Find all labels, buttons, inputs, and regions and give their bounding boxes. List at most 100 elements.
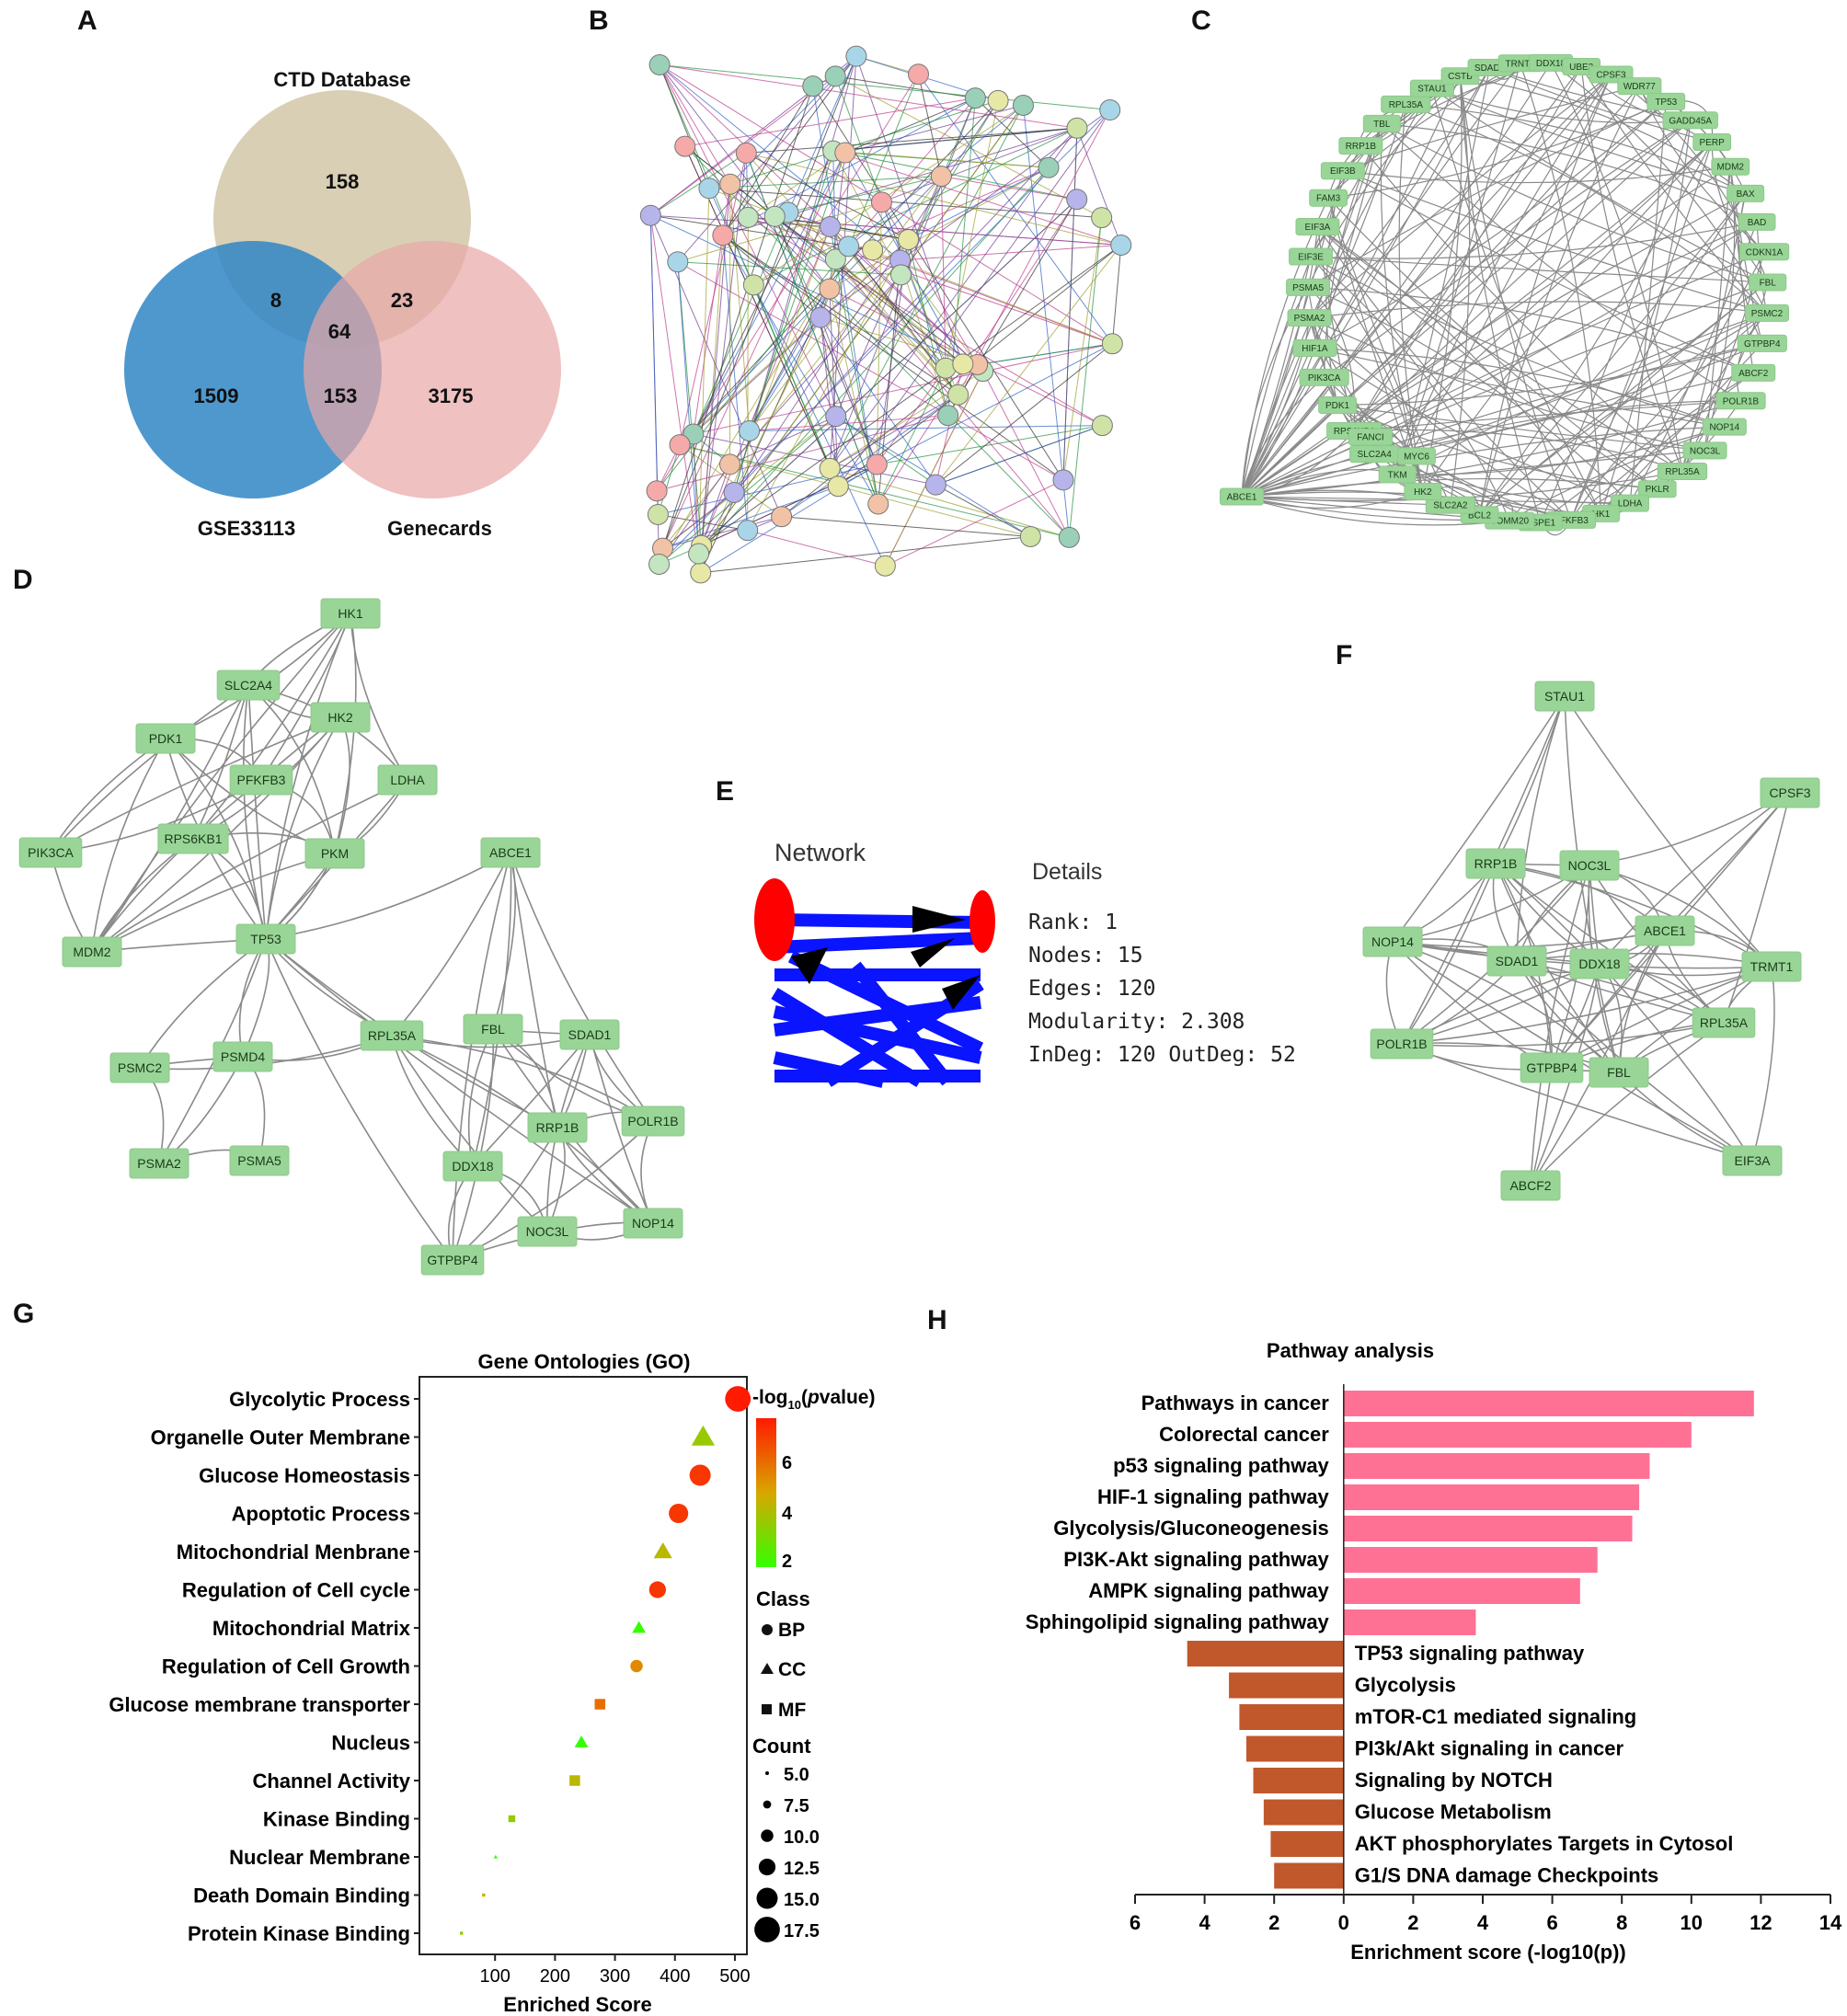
- hub-network-node-label: RRP1B: [536, 1120, 579, 1135]
- string-network-edge: [677, 261, 703, 546]
- module-network-node-box: [1559, 850, 1620, 881]
- pathway-bar-reactome: [1245, 1735, 1344, 1762]
- string-network-node: [669, 434, 691, 456]
- module-network-edge: [1530, 865, 1590, 1186]
- circular-network-edge: [1396, 74, 1612, 475]
- circular-network-node: ABCF2: [1731, 363, 1776, 382]
- circular-network-node: BAD: [1738, 212, 1776, 231]
- go-legend-cc-label: CC: [778, 1659, 806, 1680]
- hub-network-edge: [247, 684, 267, 940]
- hub-network-node-box: [135, 723, 196, 754]
- string-network-edge: [787, 176, 942, 213]
- circular-network-edge: [1509, 281, 1769, 521]
- circular-network-node: NOP14: [1702, 418, 1747, 436]
- circular-network-node-box: [1397, 447, 1436, 465]
- pathway-bar-reactome: [1253, 1768, 1344, 1793]
- hub-network-node-box: [442, 1151, 503, 1182]
- string-network-node: [1066, 117, 1088, 139]
- circular-network-node-label: PKLR: [1646, 485, 1669, 495]
- circular-network-node-label: PFKFB3: [1554, 516, 1589, 526]
- string-network-edge: [749, 176, 942, 431]
- string-network-node: [1058, 526, 1080, 548]
- circular-network-node-label: GTPBP4: [1744, 339, 1781, 349]
- hub-network-edge: [391, 852, 511, 1037]
- hub-network-node-box: [377, 764, 438, 796]
- pathway-x-tick-label: 14: [1819, 1911, 1842, 1934]
- pathway-label-kegg: HIF-1 signaling pathway: [1097, 1485, 1330, 1508]
- module-network-node-label: NOC3L: [1568, 858, 1612, 873]
- circular-network-node: PSMA2: [1287, 309, 1332, 327]
- circular-network-node-label: HK1: [1592, 510, 1611, 520]
- circular-network-node: GTPBP4: [1737, 334, 1787, 352]
- circular-network-node: FBL: [1749, 273, 1787, 292]
- module-network-node-box: [1465, 848, 1526, 879]
- hub-network-node: NOC3L: [517, 1216, 578, 1247]
- string-network-node: [819, 457, 841, 479]
- go-legend-class-title: Class: [756, 1587, 810, 1610]
- string-network-node: [1038, 156, 1060, 178]
- hub-network-node-label: FBL: [481, 1022, 505, 1037]
- hub-network-node-box: [304, 838, 365, 869]
- hub-network-edge: [50, 684, 249, 853]
- string-network-node: [698, 178, 720, 200]
- hub-network-node-label: RPS6KB1: [164, 831, 222, 846]
- string-network-edge: [693, 433, 936, 486]
- circular-network-node: LDHA: [1611, 494, 1649, 512]
- circular-network-node-box: [1744, 304, 1789, 322]
- circular-network-node: BAX: [1727, 184, 1765, 202]
- string-network-node: [771, 506, 793, 528]
- circular-network-node-label: HIF1A: [1302, 344, 1328, 354]
- circular-network-edge: [1342, 170, 1754, 373]
- module-network-edge: [1751, 966, 1775, 1162]
- string-network-node: [924, 474, 946, 496]
- module-network-edge: [1564, 695, 1772, 968]
- pathway-chart-title: Pathway analysis: [1267, 1339, 1434, 1362]
- string-network-edge: [900, 259, 949, 416]
- go-legend-color-title: -log10(pvalue): [752, 1387, 875, 1412]
- go-legend-count-label: 7.5: [784, 1796, 809, 1816]
- hub-network-edge: [640, 1120, 654, 1224]
- hub-network-node-label: SDAD1: [568, 1027, 612, 1042]
- hub-network-node: PDK1: [135, 723, 196, 754]
- string-network-node: [1066, 189, 1088, 211]
- string-network-node: [763, 205, 786, 227]
- hub-network-node-label: DDX18: [452, 1159, 493, 1174]
- circular-network-node-box: [1295, 217, 1340, 235]
- string-network-node: [937, 405, 959, 427]
- hub-network-node-box: [559, 1019, 620, 1050]
- module-network-node-label: FBL: [1607, 1065, 1631, 1080]
- string-network-node: [834, 142, 856, 164]
- circular-network-node-box: [1749, 273, 1787, 292]
- go-category-label: Channel Activity: [252, 1770, 410, 1793]
- go-colorbar: [756, 1418, 776, 1567]
- go-legend-count-marker: [763, 1800, 772, 1809]
- module-network-node: FBL: [1589, 1057, 1649, 1088]
- string-network-edge: [848, 97, 976, 247]
- string-network-edge: [834, 75, 1102, 219]
- circular-network-edge: [1570, 193, 1747, 521]
- pathway-label-reactome: G1/S DNA damage Checkpoints: [1355, 1864, 1658, 1887]
- circular-network-node: HK2: [1404, 482, 1442, 500]
- string-network-edges: [649, 55, 1122, 574]
- hub-network-edge: [139, 938, 267, 1069]
- mcode-cluster-panel: Network Details: [754, 839, 1296, 1088]
- string-network-edge: [722, 86, 814, 236]
- mcode-network-label: Network: [774, 839, 866, 866]
- string-network-node: [674, 135, 696, 157]
- circular-network-edge: [1241, 376, 1325, 498]
- module-network-node-label: NOP14: [1371, 934, 1414, 949]
- module-network-node-label: CPSF3: [1769, 785, 1810, 800]
- hub-network-node: PSMA2: [129, 1148, 189, 1179]
- module-network-node-label: ABCE1: [1644, 923, 1686, 938]
- string-network-node: [735, 142, 757, 164]
- circular-network-node-box: [1318, 395, 1357, 414]
- string-network-edge: [662, 486, 839, 549]
- string-network-node: [838, 235, 860, 258]
- string-network-edge: [747, 217, 749, 531]
- circular-network-edge: [1422, 142, 1713, 492]
- pathway-x-tick-label: 4: [1477, 1911, 1489, 1934]
- string-network-edge: [832, 127, 1078, 152]
- string-network-node: [1052, 469, 1074, 491]
- string-network-edge: [820, 317, 839, 487]
